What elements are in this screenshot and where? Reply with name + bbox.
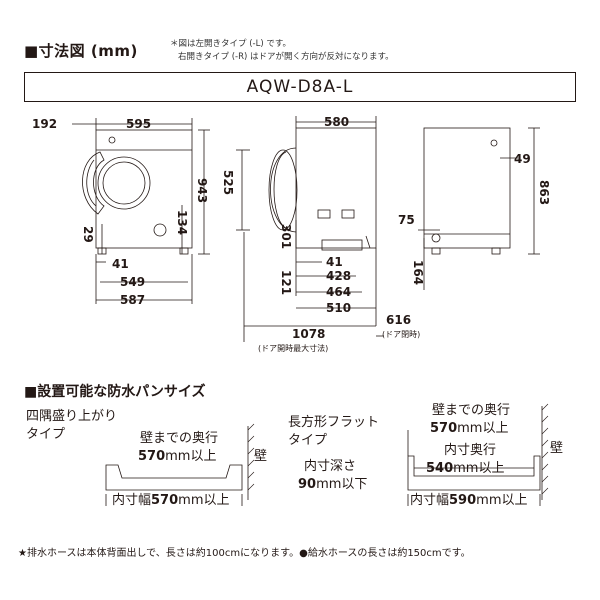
dim-464: 464 <box>326 285 352 299</box>
pan-type2-depth-label: 壁までの奥行 <box>432 403 511 418</box>
pan-type2-inner-depth: 540mm以上 <box>426 461 505 476</box>
dim-580: 580 <box>324 115 350 129</box>
dim-192: 192 <box>32 117 58 131</box>
note-line-1: ＊図は左開きタイプ (-L) です。 <box>170 39 291 49</box>
section-title-dimensions: ■寸法図 (mm) <box>24 42 138 60</box>
dim-616: 616 <box>386 313 412 327</box>
pan-type1-name-1: 四隅盛り上がり <box>26 409 118 424</box>
pan-type1-depth: 570mm以上 <box>138 449 217 464</box>
dim-863: 863 <box>537 180 551 206</box>
dim-428: 428 <box>326 269 352 283</box>
pan-type2-width: 内寸幅590mm以上 <box>410 493 528 508</box>
pan-type2-wall-label: 壁 <box>550 441 564 456</box>
dim-943: 943 <box>195 178 209 204</box>
pan-type1-name-2: タイプ <box>26 427 66 442</box>
pan-type2-inner-depth-label: 内寸奥行 <box>444 443 497 458</box>
pan-type2-shape <box>407 455 541 491</box>
dim-75: 75 <box>398 213 415 227</box>
pan-type2-height-label: 内寸深さ <box>304 459 357 474</box>
section-title-waterproof-pan: ■設置可能な防水パンサイズ <box>24 384 206 400</box>
dim-29: 29 <box>81 226 95 243</box>
dim-595: 595 <box>126 117 152 131</box>
dim-41-side: 41 <box>326 255 343 269</box>
dim-1078: 1078 <box>292 327 326 341</box>
model-name-box: AQW-D8A-L <box>24 72 576 102</box>
front-body-outline <box>95 129 193 249</box>
note-line-2: 右開きタイプ (-R) はドアが開く方向が反対になります。 <box>178 52 394 62</box>
back-body-outline <box>423 127 511 249</box>
pan-type1-shape <box>105 464 243 491</box>
dim-525: 525 <box>221 170 235 196</box>
pan-type1-depth-label: 壁までの奥行 <box>140 431 219 446</box>
dim-587: 587 <box>120 293 146 307</box>
footer-hose-note: ★排水ホースは本体背面出しで、長さは約100cmになります。●給水ホースの長さは… <box>18 548 471 559</box>
pan-type2-name-2: タイプ <box>288 433 328 448</box>
dim-301: 301 <box>279 224 293 250</box>
dim-134: 134 <box>175 210 189 236</box>
pan-type2-depth: 570mm以上 <box>430 421 509 436</box>
pan-type1-wall-label: 壁 <box>254 449 268 464</box>
caption-door-open-max: (ドア開時最大寸法) <box>258 344 329 353</box>
dim-164: 164 <box>411 260 425 286</box>
pan-type2-name-1: 長方形フラット <box>288 415 380 430</box>
dim-510: 510 <box>326 301 352 315</box>
caption-door-closed: (ドア閉時) <box>382 330 421 339</box>
dim-549: 549 <box>120 275 146 289</box>
dim-121: 121 <box>279 270 293 296</box>
side-body-outline <box>295 127 377 249</box>
dim-49: 49 <box>514 152 531 166</box>
pan-type2-height: 90mm以下 <box>298 477 368 492</box>
pan-type1-width: 内寸幅570mm以上 <box>112 493 230 508</box>
dim-41-front: 41 <box>112 257 129 271</box>
